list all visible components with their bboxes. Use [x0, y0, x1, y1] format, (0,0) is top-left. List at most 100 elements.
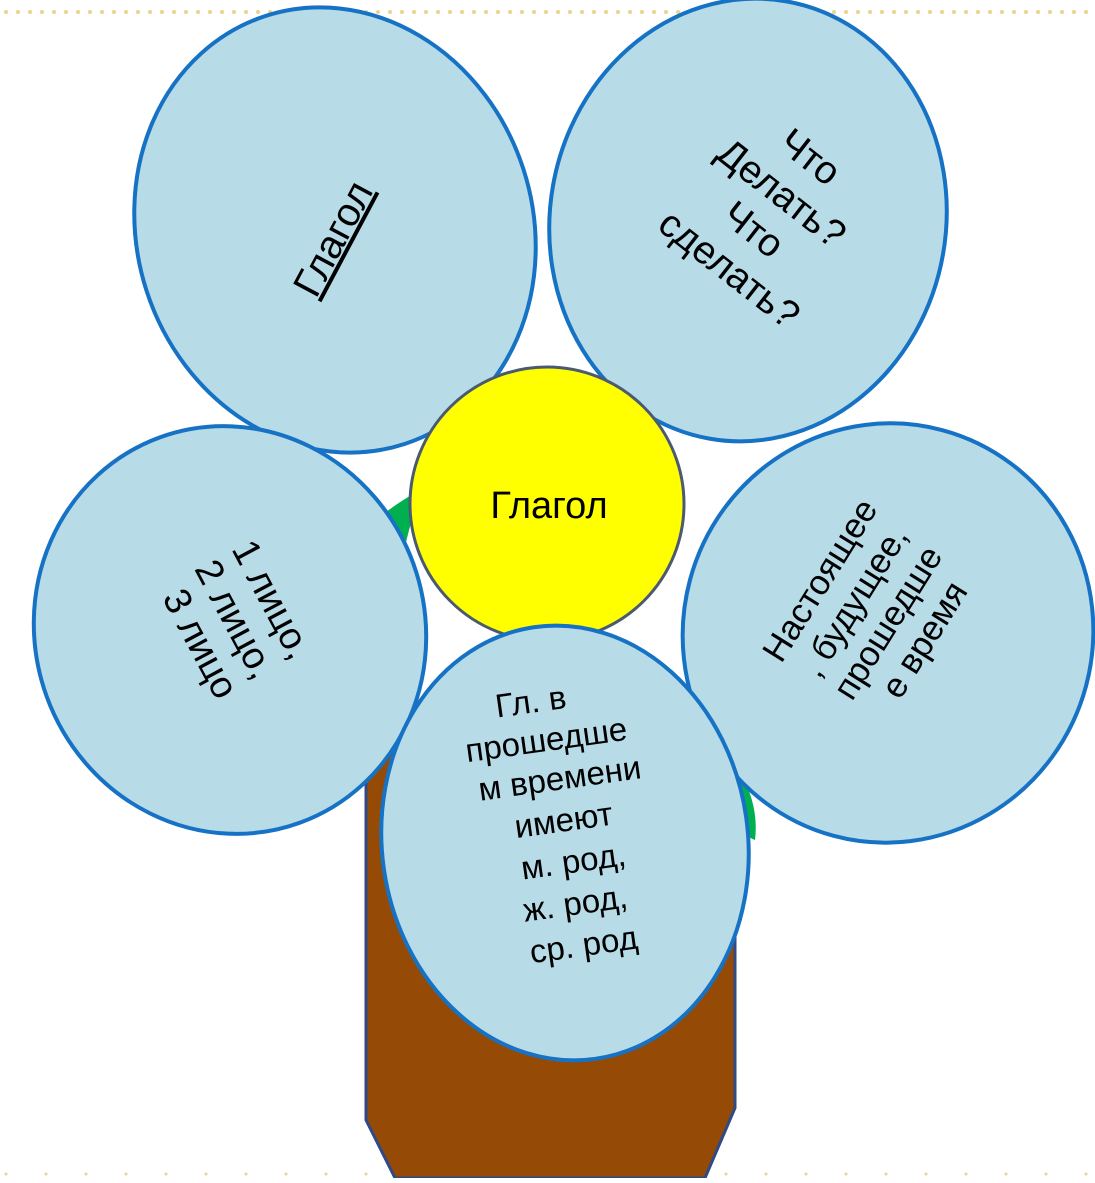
- border-dot: [1084, 1172, 1088, 1176]
- border-dot: [88, 10, 92, 14]
- border-dot: [28, 10, 32, 14]
- petal-left: 1 лицо, 2 лицо, 3 лицо: [31, 424, 429, 836]
- border-dot: [136, 10, 140, 14]
- border-dot: [1060, 10, 1064, 14]
- petal-right: Настоящее , будущее, прошедше е время: [680, 421, 1095, 845]
- border-dot: [472, 10, 476, 14]
- border-dot: [196, 10, 200, 14]
- border-dot: [508, 10, 512, 14]
- border-dot: [208, 10, 212, 14]
- border-dot: [44, 1172, 48, 1176]
- border-dot: [460, 10, 464, 14]
- border-dot: [520, 10, 524, 14]
- border-dot: [964, 1172, 968, 1176]
- border-dot: [124, 1172, 128, 1176]
- border-dot: [484, 10, 488, 14]
- border-dot: [64, 10, 68, 14]
- border-dot: [1000, 10, 1004, 14]
- border-dot: [256, 10, 260, 14]
- border-dot: [868, 10, 872, 14]
- border-dot: [844, 1172, 848, 1176]
- border-dot: [1044, 1172, 1048, 1176]
- border-dot: [1084, 10, 1088, 14]
- border-dot: [652, 10, 656, 14]
- border-dot: [964, 10, 968, 14]
- border-dot: [976, 10, 980, 14]
- border-dot: [664, 10, 668, 14]
- border-dot: [604, 10, 608, 14]
- border-dot: [388, 10, 392, 14]
- border-dot: [856, 10, 860, 14]
- border-dot: [52, 10, 56, 14]
- decorative-border-top: [4, 10, 1088, 14]
- border-dot: [556, 10, 560, 14]
- border-dot: [832, 10, 836, 14]
- border-dot: [364, 1172, 368, 1176]
- border-dot: [4, 1172, 8, 1176]
- border-dot: [244, 10, 248, 14]
- border-dot: [904, 10, 908, 14]
- border-dot: [804, 1172, 808, 1176]
- border-dot: [580, 10, 584, 14]
- petal-bottom: Гл. в прошедше м времени имеют м. род, ж…: [379, 623, 751, 1063]
- border-dot: [880, 10, 884, 14]
- petal-top-right: Что Делать? Что сделать?: [547, 0, 949, 444]
- border-dot: [100, 10, 104, 14]
- border-dot: [592, 10, 596, 14]
- border-dot: [204, 1172, 208, 1176]
- petal-bottom-text: Гл. в прошедше м времени имеют м. род, ж…: [457, 668, 675, 975]
- center-label: Глагол: [490, 485, 607, 527]
- border-dot: [640, 10, 644, 14]
- border-dot: [496, 10, 500, 14]
- border-dot: [1072, 10, 1076, 14]
- border-dot: [952, 10, 956, 14]
- border-dot: [628, 10, 632, 14]
- border-dot: [1036, 10, 1040, 14]
- border-dot: [160, 10, 164, 14]
- border-dot: [844, 10, 848, 14]
- border-dot: [424, 10, 428, 14]
- border-dot: [112, 10, 116, 14]
- border-dot: [616, 10, 620, 14]
- border-dot: [1048, 10, 1052, 14]
- border-dot: [412, 10, 416, 14]
- border-dot: [76, 10, 80, 14]
- border-dot: [676, 10, 680, 14]
- border-dot: [916, 10, 920, 14]
- flower-center: Глагол: [408, 365, 686, 643]
- border-dot: [164, 1172, 168, 1176]
- border-dot: [84, 1172, 88, 1176]
- border-dot: [1004, 1172, 1008, 1176]
- border-dot: [40, 10, 44, 14]
- border-dot: [544, 10, 548, 14]
- border-dot: [448, 10, 452, 14]
- border-dot: [16, 10, 20, 14]
- border-dot: [1012, 10, 1016, 14]
- border-dot: [148, 10, 152, 14]
- border-dot: [1024, 10, 1028, 14]
- border-dot: [436, 10, 440, 14]
- border-dot: [724, 1172, 728, 1176]
- border-dot: [220, 10, 224, 14]
- border-dot: [324, 1172, 328, 1176]
- border-dot: [284, 1172, 288, 1176]
- border-dot: [184, 10, 188, 14]
- border-dot: [928, 10, 932, 14]
- border-dot: [884, 1172, 888, 1176]
- border-dot: [940, 10, 944, 14]
- petal-top-left: Глагол: [132, 5, 538, 455]
- border-dot: [232, 10, 236, 14]
- border-dot: [124, 10, 128, 14]
- border-dot: [764, 1172, 768, 1176]
- border-dot: [376, 10, 380, 14]
- border-dot: [172, 10, 176, 14]
- border-dot: [892, 10, 896, 14]
- border-dot: [924, 1172, 928, 1176]
- border-dot: [244, 1172, 248, 1176]
- border-dot: [400, 10, 404, 14]
- border-dot: [568, 10, 572, 14]
- border-dot: [4, 10, 8, 14]
- border-dot: [988, 10, 992, 14]
- border-dot: [532, 10, 536, 14]
